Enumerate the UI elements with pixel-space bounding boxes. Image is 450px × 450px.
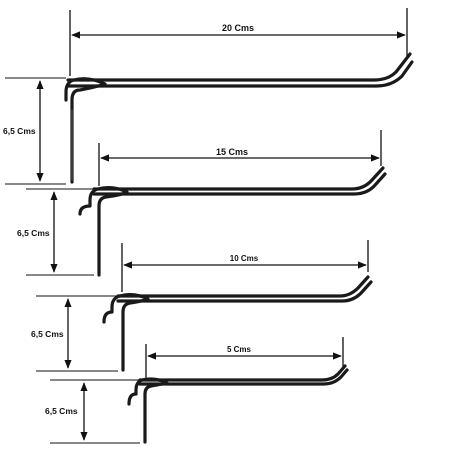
length-label-15cm: 15 Cms bbox=[216, 147, 248, 157]
hook-15cm-group: 15 Cms 6,5 Cms bbox=[17, 130, 387, 277]
hook-20cm-group: 20 Cms 6,5 Cms bbox=[3, 8, 414, 185]
height-label-hook3: 6,5 Cms bbox=[31, 329, 64, 339]
length-dimension-5cm: 5 Cms bbox=[145, 337, 344, 378]
height-dimension-hook4: 6,5 Cms bbox=[45, 379, 140, 444]
length-dimension-10cm: 10 Cms bbox=[121, 240, 369, 292]
height-dimension-hook1: 6,5 Cms bbox=[3, 77, 66, 185]
height-dimension-hook2: 6,5 Cms bbox=[17, 188, 94, 276]
height-dimension-hook3: 6,5 Cms bbox=[31, 295, 118, 372]
wire-hook-10cm bbox=[102, 275, 373, 372]
wire-hook-5cm bbox=[127, 364, 349, 444]
hook-5cm-group: 5 Cms 6,5 Cms bbox=[45, 337, 349, 444]
height-label-hook4: 6,5 Cms bbox=[45, 406, 78, 416]
wire-hook-15cm bbox=[78, 166, 387, 277]
length-dimension-20cm: 20 Cms bbox=[69, 8, 408, 76]
length-dimension-15cm: 15 Cms bbox=[98, 130, 382, 186]
length-label-10cm: 10 Cms bbox=[230, 254, 259, 263]
length-label-5cm: 5 Cms bbox=[227, 345, 252, 354]
height-label-hook2: 6,5 Cms bbox=[17, 228, 50, 238]
height-label-hook1: 6,5 Cms bbox=[3, 126, 36, 136]
wire-hook-20cm bbox=[64, 52, 414, 184]
length-label-20cm: 20 Cms bbox=[222, 23, 254, 33]
hook-10cm-group: 10 Cms 6,5 Cms bbox=[31, 240, 373, 372]
